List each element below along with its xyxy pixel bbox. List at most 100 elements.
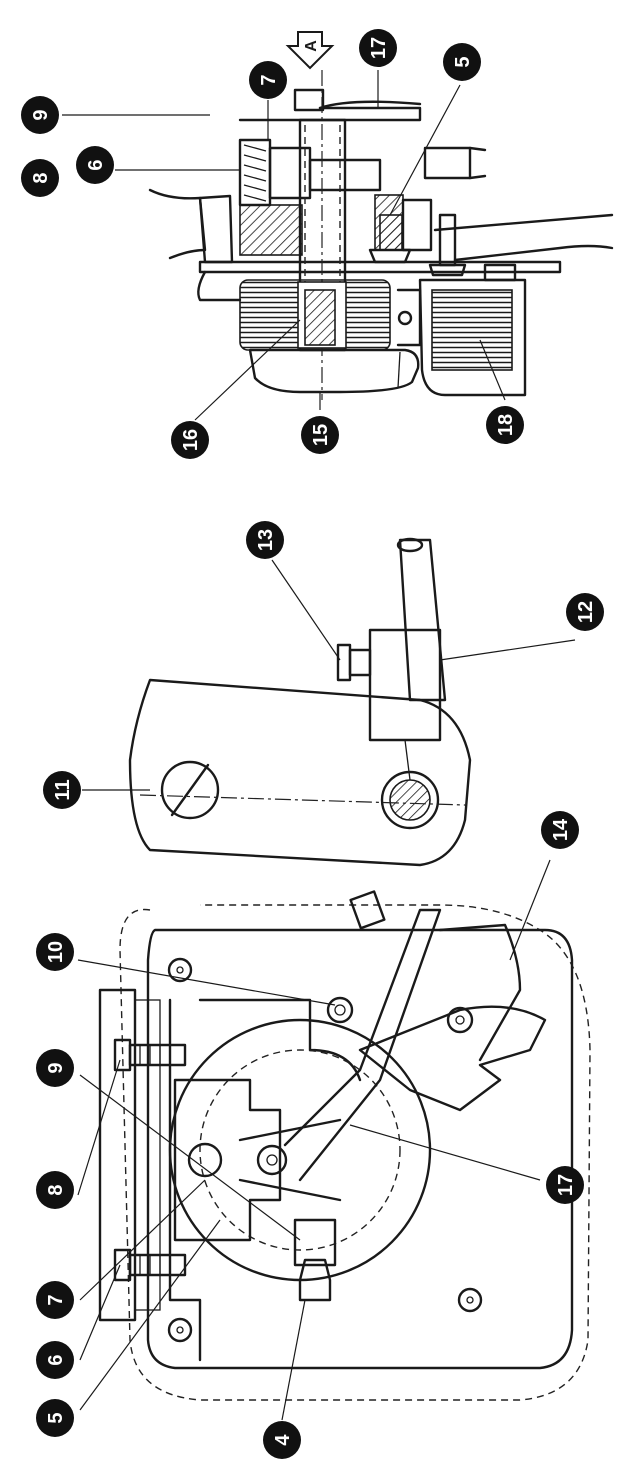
inner-plate	[168, 998, 362, 1362]
callout-circle	[76, 146, 114, 184]
callout-circle	[263, 1421, 301, 1459]
plate-band	[198, 260, 562, 274]
callout-c12: 12	[566, 593, 604, 631]
callout-circle	[36, 1281, 74, 1319]
leader-10	[77, 959, 336, 1006]
lever-18-grip	[431, 289, 513, 371]
knob-insert	[304, 289, 336, 346]
callout-number: 7	[45, 1294, 67, 1305]
base-plate-right-top	[433, 213, 614, 232]
callout-number: 4	[272, 1434, 294, 1446]
callout-circle	[36, 1341, 74, 1379]
callout-number: 9	[45, 1062, 67, 1073]
callout-circle	[36, 933, 74, 971]
callout-c13: 13	[246, 521, 284, 559]
nut-4-body	[293, 1218, 337, 1267]
callout-c5b: 5	[36, 1399, 74, 1437]
callout-circle	[36, 1399, 74, 1437]
screw-13-body	[348, 648, 372, 677]
arm-11-screw-right	[380, 770, 440, 830]
callout-number: 8	[30, 172, 52, 183]
arm-11-centerline	[139, 794, 466, 806]
knob-cover	[248, 348, 420, 394]
callout-number: 18	[495, 414, 517, 436]
callout-c7b: 7	[36, 1281, 74, 1319]
callout-c14: 14	[541, 811, 579, 849]
callout-number: 5	[45, 1412, 67, 1423]
screw-8-head	[113, 1038, 132, 1072]
section-screw	[379, 214, 403, 251]
callout-number: 8	[45, 1184, 67, 1195]
callout-c4: 4	[263, 1421, 301, 1459]
upper-hatched-block	[239, 204, 303, 256]
link-arm	[238, 1118, 342, 1202]
callout-number: 9	[30, 109, 52, 120]
top-screw-head	[293, 88, 325, 112]
callout-circle	[171, 421, 209, 459]
callout-circle	[541, 811, 579, 849]
section-screw-head	[368, 248, 412, 264]
plate-hole-1-center	[176, 966, 184, 974]
view-arrow	[285, 31, 335, 70]
lever-tab	[349, 890, 386, 930]
right-spacer	[483, 263, 517, 282]
leader-lines	[62, 70, 576, 1421]
leader-4	[281, 1299, 306, 1421]
callout-c16: 16	[171, 421, 209, 459]
top-plate	[238, 106, 422, 122]
leader-7-bottom	[79, 1179, 206, 1301]
eccentric-block	[173, 1078, 282, 1242]
center-pivot	[256, 1144, 288, 1176]
callout-c9b: 9	[36, 1049, 74, 1087]
spring-coils	[243, 144, 267, 202]
callout-circle	[246, 521, 284, 559]
callout-c6b: 6	[36, 1341, 74, 1379]
eccentric-pin	[187, 1142, 223, 1178]
right-screw-shank	[438, 213, 457, 267]
callout-number: 14	[550, 818, 572, 841]
section-view: A	[148, 31, 614, 400]
callout-number: 16	[180, 429, 202, 451]
rod-12	[398, 538, 447, 702]
screw-threads	[139, 1045, 171, 1275]
callout-circle	[486, 406, 524, 444]
view-arrow-label: A	[303, 40, 320, 52]
housing-outline	[119, 904, 591, 1401]
plan-view	[98, 537, 591, 1401]
lower-flange	[197, 270, 242, 302]
plate-hole-2-center	[176, 1326, 184, 1334]
callout-number: 6	[45, 1354, 67, 1365]
lever-14-pivot	[446, 1006, 474, 1034]
callout-circle	[43, 771, 81, 809]
plate-hole-3	[457, 1287, 483, 1313]
right-stub	[423, 146, 472, 180]
rod-12-end	[396, 537, 424, 553]
side-block	[401, 198, 433, 252]
right-screw-head	[428, 263, 467, 277]
callout-number: 7	[258, 74, 280, 85]
lever-14-upper	[438, 923, 522, 1062]
leader-14	[509, 859, 551, 961]
callout-number: 11	[52, 779, 74, 800]
left-bracket	[198, 194, 234, 264]
leader-5-bottom	[79, 1219, 221, 1411]
pivot-10	[326, 996, 354, 1024]
callout-circle	[566, 593, 604, 631]
arm-11-screw-left	[160, 760, 220, 820]
cam-block	[268, 146, 312, 200]
leader-16-top	[194, 319, 301, 421]
callout-c8: 8	[21, 159, 59, 197]
callout-circle	[36, 1171, 74, 1209]
callout-number: 5	[452, 56, 474, 67]
base-plate-right-bottom	[453, 244, 614, 262]
callout-c10: 10	[36, 933, 74, 971]
base-plate-left	[148, 188, 207, 260]
callout-circle	[546, 1166, 584, 1204]
leader-6-bottom	[79, 1264, 121, 1361]
knob-cover-edge	[397, 351, 401, 389]
callout-number: 17	[368, 37, 390, 59]
left-bar-inner	[134, 999, 161, 1311]
callout-c15: 15	[301, 416, 339, 454]
callout-c8b: 8	[36, 1171, 74, 1209]
